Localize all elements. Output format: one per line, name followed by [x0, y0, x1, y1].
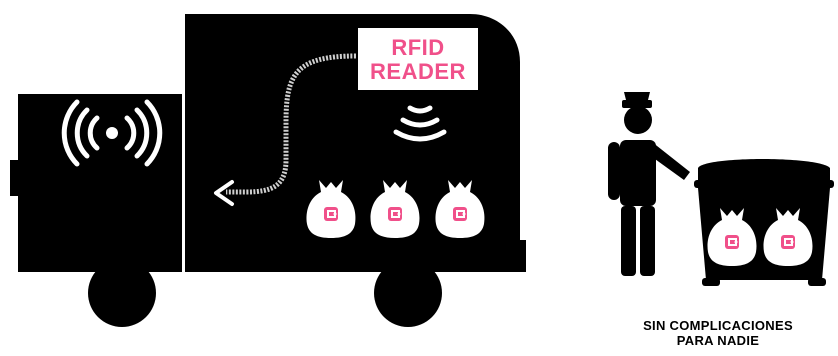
truck-rear-wheel [374, 259, 442, 327]
rfid-reader-line2: READER [370, 60, 466, 84]
truck-front-wheel [88, 259, 156, 327]
caption: SIN COMPLICACIONES PARA NADIE [600, 318, 836, 348]
caption-line2: PARA NADIE [600, 333, 836, 348]
rfid-reader-line1: RFID [391, 36, 444, 60]
rfid-reader-label: RFID READER [358, 30, 478, 90]
caption-line1: SIN COMPLICACIONES [600, 318, 836, 333]
dumpster-icon [694, 159, 834, 286]
person-icon [608, 92, 690, 276]
